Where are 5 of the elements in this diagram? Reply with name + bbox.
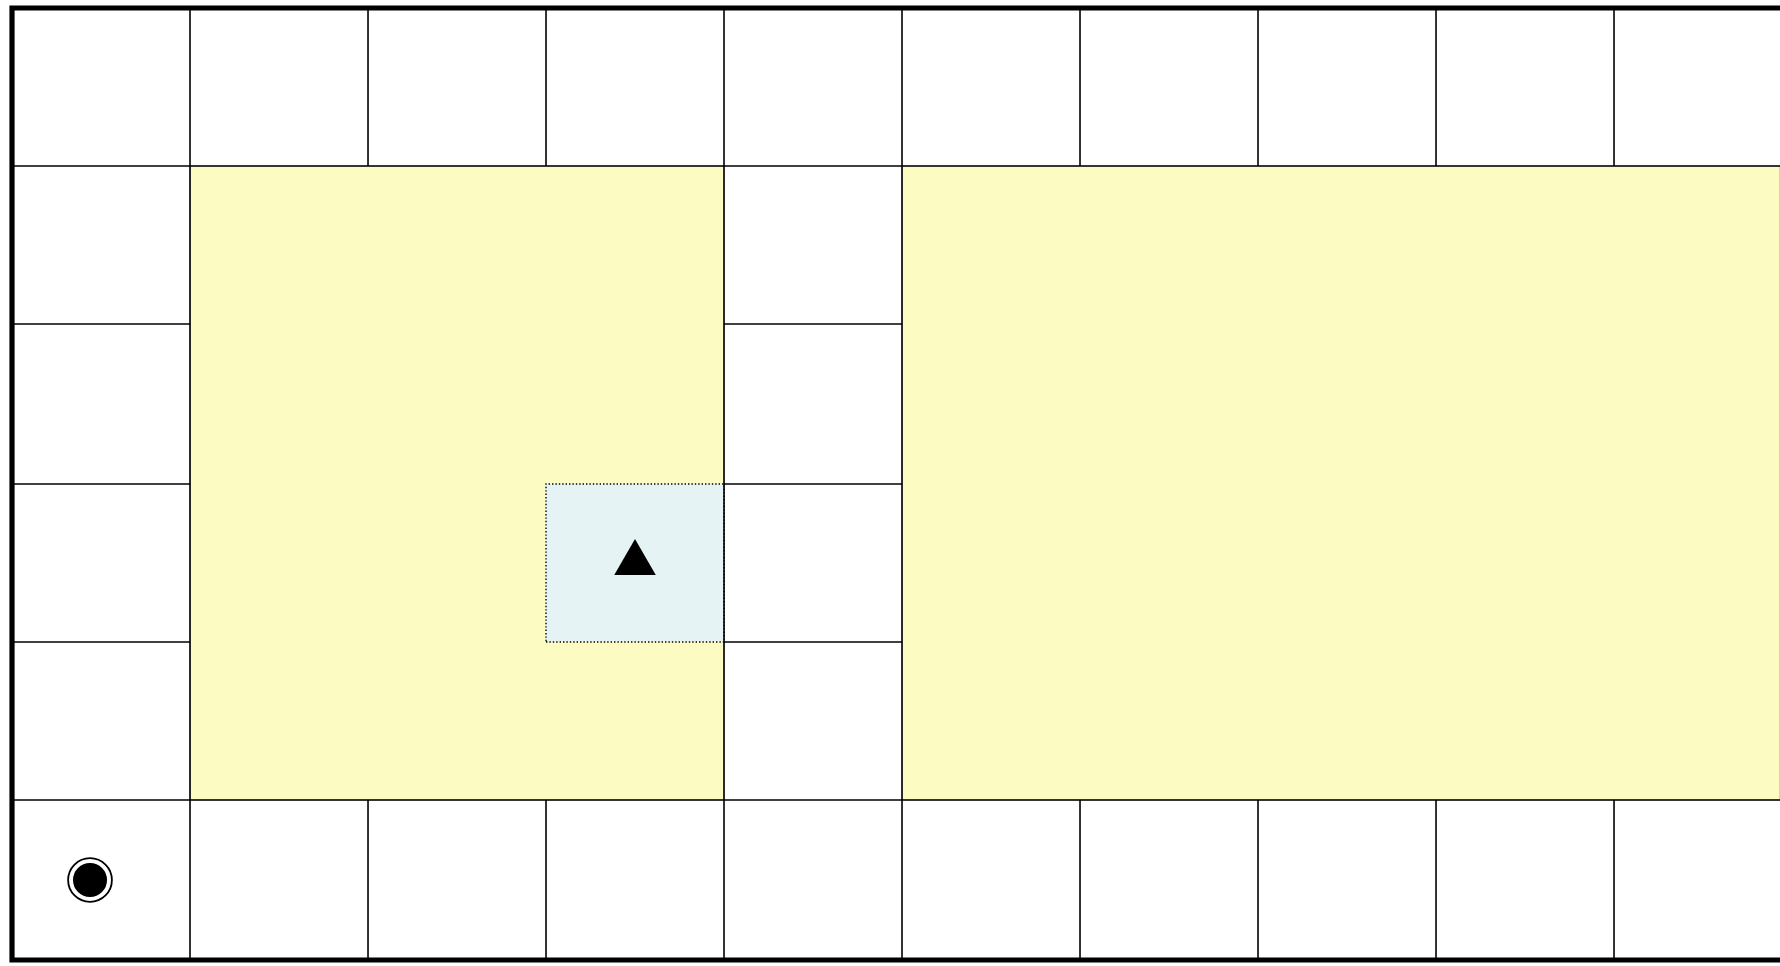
triangle-marker: [614, 539, 656, 575]
target-marker: [67, 857, 113, 903]
highlighted-area: [901, 165, 1780, 801]
highlighted-area: [189, 165, 725, 801]
highlighted-cell: [545, 483, 725, 643]
